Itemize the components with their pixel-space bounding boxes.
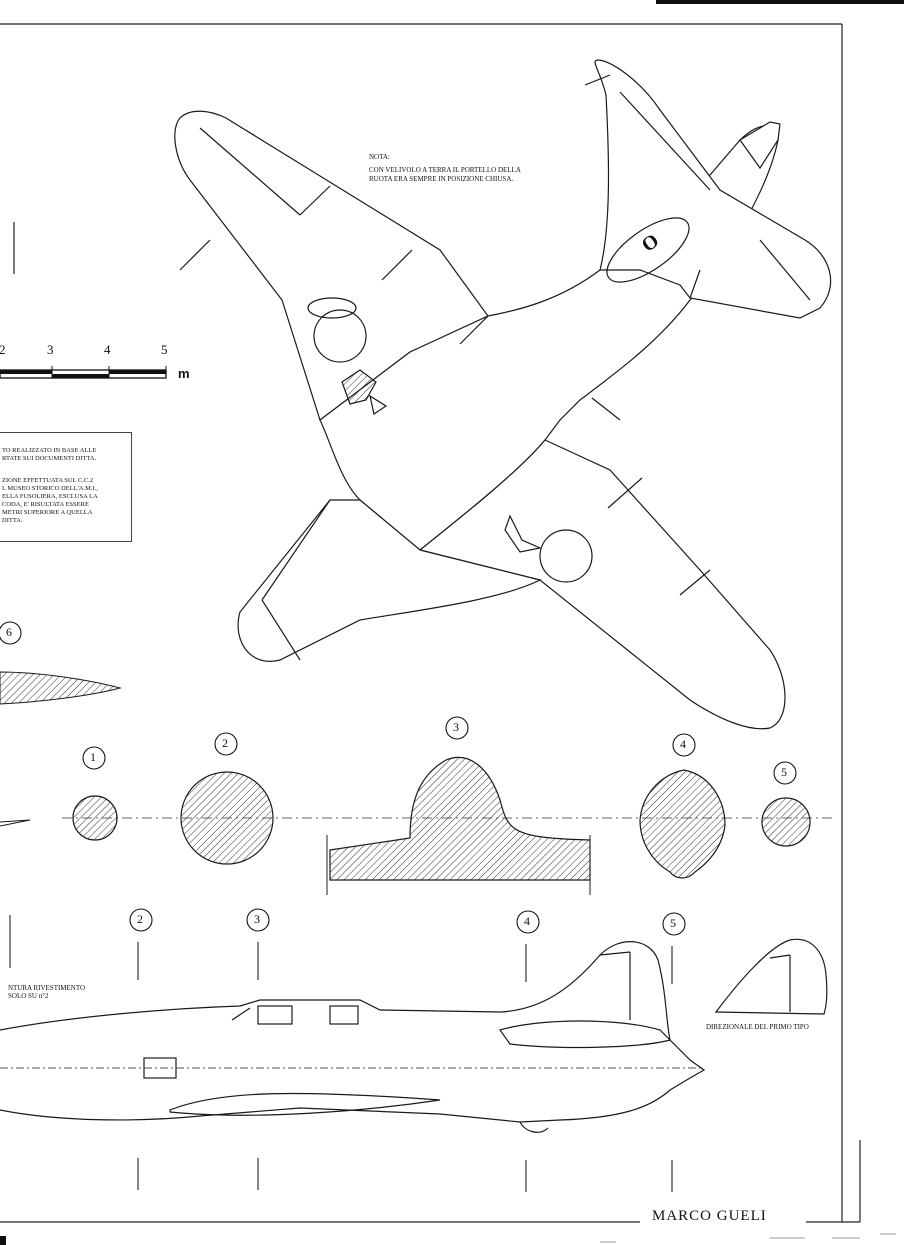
author-signature: MARCO GUELI [652, 1208, 767, 1224]
section-label: 1 [90, 750, 96, 764]
scale-tick-label: 4 [104, 342, 111, 357]
info-line: RTATE SUI DOCUMENTI DITTA. [2, 455, 97, 462]
sheet-frame [0, 23, 861, 1223]
cross-sections [72, 756, 811, 881]
section-label: 3 [453, 720, 459, 734]
scale-tick-label: 5 [161, 342, 168, 357]
rudder-caption: DIREZIONALE DEL PRIMO TIPO [706, 1023, 809, 1031]
side-station-ticks [9, 915, 673, 1192]
info-line: TO REALIZZATO IN BASE ALLE [2, 447, 97, 454]
wing-section-label: 6 [6, 625, 12, 639]
side-station-label: 3 [254, 912, 260, 926]
side-station-label: 5 [670, 916, 676, 930]
scale-bar [0, 366, 167, 379]
section-5 [761, 797, 811, 847]
scale-tick-label: 3 [47, 342, 54, 357]
section-label: 5 [781, 765, 787, 779]
side-station-label: 2 [137, 912, 143, 926]
info-line: METRI SUPERIORE A QUELLA [2, 509, 93, 516]
section-3 [329, 756, 591, 881]
landing-gear-note-line1: CON VELIVOLO A TERRA IL PORTELLO DELLA [369, 166, 521, 174]
side-view [0, 941, 706, 1133]
section-2 [180, 771, 274, 865]
first-type-rudder [714, 938, 828, 1015]
scan-marks [600, 1233, 896, 1243]
skin-note-line1: NTURA RIVESTIMENTO [8, 984, 86, 992]
top-edge-bar [656, 0, 904, 4]
wing-airfoil-section [0, 671, 122, 827]
section3-extent [326, 835, 591, 895]
info-line: DITTA. [2, 517, 23, 524]
section-label: 2 [222, 736, 228, 750]
plan-view [174, 59, 832, 730]
info-line: CODA, E' RISULTATA ESSERE [2, 501, 89, 508]
scale-unit: m [178, 366, 190, 381]
info-line: L MUSEO STORICO DELL'A.M.I., [2, 485, 98, 492]
skin-note-line2: SOLO SU n°2 [8, 992, 49, 1000]
landing-gear-note-title: NOTA: [369, 153, 390, 161]
side-station-label: 4 [524, 914, 530, 928]
info-line: ELLA FUSOLIERA, ESCLUSA LA [2, 493, 98, 500]
landing-gear-note-line2: RUOTA ERA SEMPRE IN POSIZIONE CHIUSA. [369, 175, 514, 183]
section-4 [639, 769, 726, 879]
info-line: ZIONE EFFETTUATA SUL C.C.2 [2, 477, 94, 484]
scale-tick-label: 2 [0, 342, 6, 357]
section-label-circles [0, 621, 797, 936]
section-label: 4 [680, 737, 686, 751]
corner-mark [0, 1236, 6, 1245]
section-1 [72, 795, 118, 841]
info-box: TO REALIZZATO IN BASE ALLE RTATE SUI DOC… [0, 432, 132, 542]
